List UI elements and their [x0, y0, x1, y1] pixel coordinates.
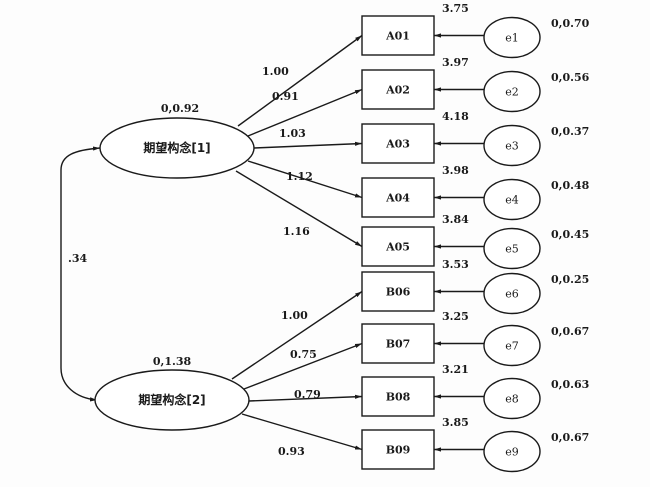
indicator-b07: 0.75 B07 3.25 e7 0,0.67	[243, 310, 589, 390]
indicator-b08: 0.79 B08 3.21 e8 0,0.63	[248, 363, 589, 420]
error-stats-label: 0,0.45	[551, 228, 589, 241]
loading-label: 1.00	[262, 65, 289, 78]
indicator-a02: 0.91 A02 3.97 e2 0,0.56	[247, 56, 590, 137]
loading-label: 0.91	[272, 90, 299, 103]
observed-variable-label: B09	[386, 444, 411, 457]
observed-variable-label: B07	[386, 338, 411, 351]
error-label: e3	[505, 140, 519, 153]
latent-construct-2: 期望构念[2] 0,1.38	[94, 355, 250, 431]
error-ellipse	[483, 272, 541, 315]
loading-label: 1.16	[283, 225, 310, 238]
loading-label: 0.93	[278, 445, 305, 458]
observed-variable-label: A01	[385, 30, 410, 43]
error-label: e6	[505, 288, 519, 301]
error-stats-label: 0,0.70	[551, 17, 590, 30]
intercept-label: 3.25	[442, 310, 469, 323]
indicator-b09: 0.93 B09 3.85 e9 0,0.67	[241, 413, 589, 473]
error-stats-label: 0,0.67	[551, 431, 589, 444]
indicator-b06: 1.00 B06 3.53 e6 0,0.25	[231, 258, 589, 380]
latent-label: 期望构念[2]	[138, 392, 205, 407]
intercept-label: 3.97	[442, 56, 469, 69]
error-stats-label: 0,0.67	[551, 325, 589, 338]
loading-path	[248, 394, 363, 402]
observed-variable-box	[361, 376, 435, 417]
error-ellipse	[483, 324, 541, 367]
observed-variable-box	[361, 429, 435, 470]
intercept-label: 3.84	[442, 213, 469, 226]
loading-label: 1.12	[286, 170, 313, 183]
intercept-label: 3.85	[442, 416, 469, 429]
covariance-path	[60, 146, 101, 402]
loading-label: 1.00	[281, 309, 308, 322]
error-stats-label: 0,0.48	[551, 179, 590, 192]
latent-ellipse	[94, 369, 250, 431]
error-stats-label: 0,0.56	[551, 71, 590, 84]
observed-variable-box	[361, 69, 435, 110]
error-ellipse	[483, 227, 541, 270]
intercept-label: 3.53	[442, 258, 469, 271]
error-ellipse	[483, 70, 541, 113]
observed-variable-label: A05	[385, 241, 410, 254]
loading-label: 0.75	[290, 348, 317, 361]
error-label: e4	[505, 194, 519, 207]
error-ellipse	[483, 377, 541, 420]
loading-path	[231, 290, 363, 380]
error-ellipse	[483, 124, 541, 167]
observed-variable-label: A03	[385, 138, 410, 151]
loading-path	[235, 170, 363, 248]
covariance-label: .34	[68, 252, 87, 265]
intercept-label: 4.18	[442, 110, 469, 123]
intercept-label: 3.21	[442, 363, 469, 376]
observed-variable-box	[361, 226, 435, 267]
loading-path	[241, 413, 363, 451]
error-label: e5	[505, 243, 519, 256]
observed-variable-label: B06	[386, 286, 411, 299]
loading-path	[237, 34, 363, 127]
loading-label: 1.03	[279, 127, 306, 140]
latent-construct-1: 期望构念[1] 0,0.92	[99, 102, 255, 179]
latent-label: 期望构念[1]	[143, 140, 210, 155]
loading-path	[247, 160, 363, 199]
error-label: e1	[505, 32, 519, 45]
indicator-a01: 1.00 A01 3.75 e1 0,0.70	[237, 2, 590, 127]
observed-variable-box	[361, 271, 435, 312]
loading-path	[243, 342, 363, 390]
error-ellipse	[483, 430, 541, 473]
loading-label: 0.79	[294, 388, 321, 401]
intercept-label: 3.75	[442, 2, 469, 15]
latent-stats: 0,1.38	[153, 355, 192, 368]
error-label: e8	[505, 393, 519, 406]
observed-variable-label: A02	[385, 84, 410, 97]
error-ellipse	[483, 16, 541, 59]
error-label: e2	[505, 86, 519, 99]
observed-variable-box	[361, 177, 435, 218]
error-label: e9	[505, 446, 519, 459]
loading-path	[253, 141, 363, 149]
error-ellipse	[483, 178, 541, 221]
observed-variable-label: A04	[385, 192, 410, 205]
observed-variable-box	[361, 15, 435, 56]
error-label: e7	[505, 340, 519, 353]
error-stats-label: 0,0.25	[551, 273, 589, 286]
intercept-label: 3.98	[442, 164, 469, 177]
loading-path	[247, 88, 363, 137]
error-stats-label: 0,0.37	[551, 125, 589, 138]
error-stats-label: 0,0.63	[551, 378, 589, 391]
latent-stats: 0,0.92	[161, 102, 199, 115]
observed-variable-label: B08	[386, 391, 411, 404]
